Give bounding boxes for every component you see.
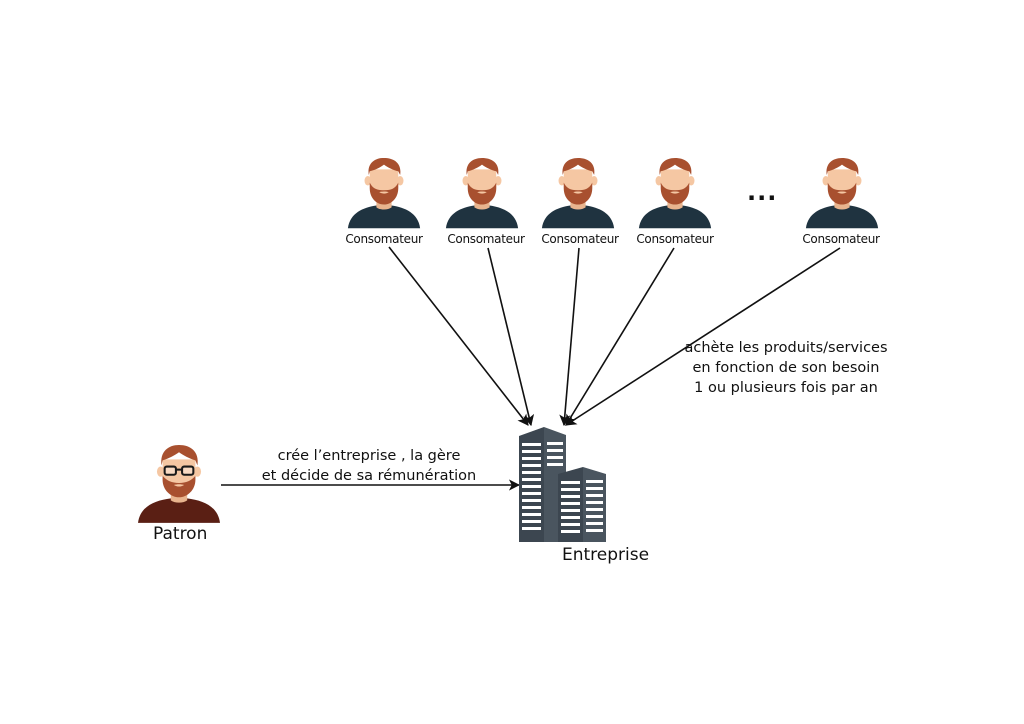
consumer-label-5: Consomateur [802, 232, 880, 246]
boss-icon [136, 443, 222, 524]
boss-note-line-2: et décide de sa rémunération [261, 468, 477, 484]
consumer-note-line-2: en fonction de son besoin [692, 360, 880, 376]
office-buildings-icon [519, 427, 606, 542]
consumer-label-2: Consomateur [447, 232, 525, 246]
boss-note-line-1: crée l’entreprise , la gère [277, 448, 461, 464]
consumer-label-3: Consomateur [541, 232, 619, 246]
consumer-label-1: Consomateur [345, 232, 423, 246]
consumer-icon-4 [638, 157, 712, 229]
consumer-label-4: Consomateur [636, 232, 714, 246]
consumer-note-line-1: achète les produits/services [684, 340, 888, 356]
more-consumers-ellipsis: ... [747, 178, 778, 206]
consumer-note: achète les produits/services en fonction… [684, 338, 887, 398]
consumer-icon-5 [805, 157, 879, 229]
arrow-consumer-2 [487, 247, 535, 427]
company-label: Entreprise [562, 545, 650, 565]
consumer-icon-2 [445, 157, 519, 229]
arrow-consumer-4 [565, 247, 675, 426]
arrow-consumer-5 [565, 247, 841, 426]
arrow-consumer-1 [388, 246, 529, 426]
boss-note: crée l’entreprise , la gère et décide de… [262, 446, 476, 486]
boss-label: Patron [153, 524, 208, 544]
consumer-icon-3 [541, 157, 615, 229]
consumer-icon-1 [347, 157, 421, 229]
arrow-consumer-3 [559, 247, 580, 427]
consumer-note-line-3: 1 ou plusieurs fois par an [694, 380, 878, 396]
